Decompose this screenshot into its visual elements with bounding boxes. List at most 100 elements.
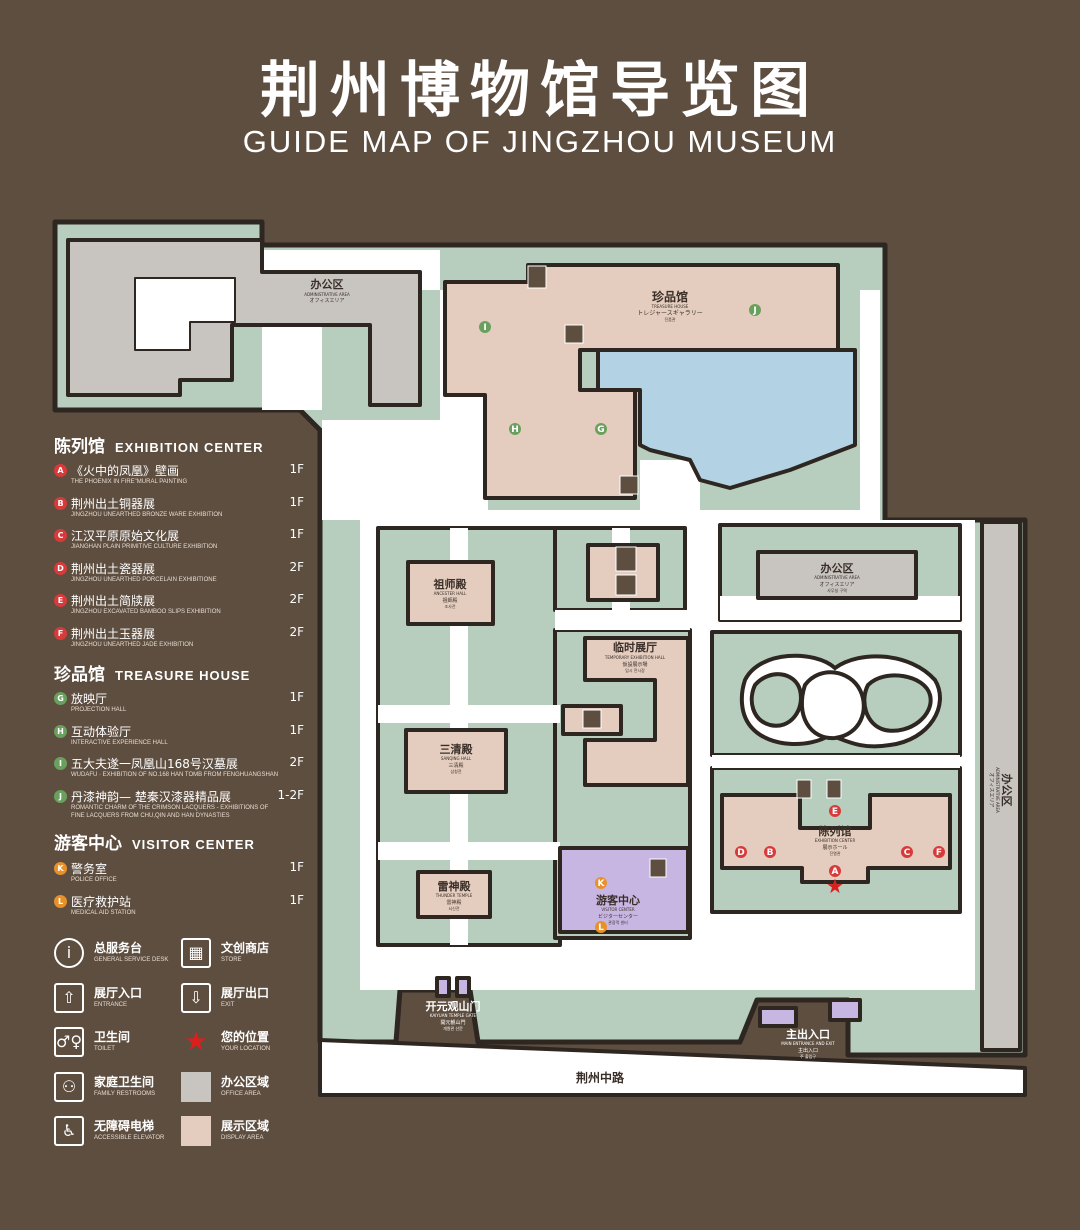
road	[318, 1038, 1027, 1097]
item-name-en: PROJECTION HALL	[71, 707, 127, 713]
marker-a	[829, 865, 841, 877]
legend-label-en: FAMILY RESTROOMS	[94, 1090, 156, 1097]
legend-label-en: STORE	[221, 957, 242, 963]
marker-badge: J	[54, 789, 67, 803]
item-name-cn: 医疗救护站	[71, 894, 132, 909]
marker-l	[595, 921, 607, 933]
marker-badge: L	[54, 894, 67, 908]
legend-label-en: YOUR LOCATION	[221, 1046, 271, 1052]
svg-text:仮設展示場: 仮設展示場	[622, 661, 647, 668]
marker-i	[479, 321, 491, 333]
item-floor: 2F	[289, 755, 304, 770]
legend-label-cn: 展厅入口	[94, 985, 143, 1000]
item-name-cn: 荆州出土简牍展	[71, 594, 156, 609]
svg-text:진열관: 진열관	[829, 850, 840, 856]
display-swatch-icon	[181, 1116, 211, 1146]
kaiyuan-gate-right	[455, 976, 471, 998]
section-heading-cn: 珍品馆	[54, 665, 105, 685]
star-icon: ★	[184, 1027, 208, 1057]
section-heading-en: EXHIBITION CENTER	[115, 440, 264, 455]
svg-text:I: I	[483, 323, 486, 333]
you-are-here-icon: ★	[826, 874, 844, 898]
item-name-cn: 江汉平原原始文化展	[71, 529, 180, 544]
legend-label-cn: 办公区域	[221, 1074, 270, 1089]
item-name-cn: 警务室	[71, 862, 108, 876]
elevator-icon	[796, 779, 812, 799]
main-gate-right	[828, 998, 862, 1022]
item-name-en: THE PHOENIX IN FIRE"MURAL PAINTING	[71, 479, 188, 485]
item-name-en: INTERACTIVE EXPERIENCE HALL	[71, 739, 168, 746]
item-floor: 2F	[289, 559, 304, 574]
marker-g	[595, 423, 607, 435]
svg-text:三清殿: 三清殿	[448, 762, 463, 769]
legend-label-en: ACCESSIBLE ELEVATOR	[94, 1135, 165, 1141]
family-restroom-icon: ⚇	[54, 1071, 84, 1102]
label-office-nw: 办公区	[311, 277, 344, 291]
svg-text:L: L	[598, 923, 604, 933]
svg-text:사무실 구역: 사무실 구역	[827, 587, 847, 593]
main-gate-left	[758, 1006, 798, 1028]
item-name-cn: 放映厅	[71, 692, 108, 706]
info-icon: i	[54, 938, 84, 968]
marker-b	[764, 846, 776, 858]
item-name-en: JINGZHOU EXCAVATED BAMBOO SLIPS EXHIBITI…	[71, 609, 221, 616]
item-name-en: POLICE OFFICE	[71, 877, 117, 883]
label-visitor: 游客中心	[596, 893, 640, 907]
toilet-icon	[615, 546, 637, 572]
item-name-cn: 《火中的凤凰》壁画	[71, 464, 180, 478]
store-icon	[619, 475, 639, 495]
svg-text:ADMINISTRATIVE AREA: ADMINISTRATIVE AREA	[814, 575, 860, 580]
section-heading-cn: 陈列馆	[54, 437, 105, 457]
marker-d	[735, 846, 747, 858]
svg-text:H: H	[511, 425, 519, 435]
svg-text:J: J	[752, 306, 756, 316]
item-name-cn: 荆州出土铜器展	[71, 496, 156, 511]
marker-j	[749, 304, 761, 316]
legend-label-cn: 家庭卫生间	[94, 1074, 155, 1089]
svg-text:THUNDER TEMPLE: THUNDER TEMPLE	[435, 893, 473, 898]
entrance-icon: ⇧	[54, 982, 84, 1013]
svg-text:SANQING HALL: SANQING HALL	[441, 756, 472, 761]
marker-k	[595, 877, 607, 889]
svg-text:관광객 센터: 관광객 센터	[608, 919, 628, 925]
store-icon: ▦	[181, 938, 211, 968]
svg-text:G: G	[597, 425, 604, 435]
svg-text:ADMINISTRATIVE AREA: ADMINISTRATIVE AREA	[995, 767, 1000, 813]
item-name-en: MEDICAL AID STATION	[71, 909, 136, 916]
svg-text:開元観山門: 開元観山門	[440, 1019, 465, 1026]
item-name-cn: 五大夫遂一凤凰山168号汉墓展	[71, 757, 238, 772]
label-exhibition: 陈列馆	[819, 824, 852, 838]
svg-text:K: K	[598, 879, 606, 889]
toilet-icon: ♂♀	[54, 1027, 84, 1057]
svg-text:F: F	[936, 848, 942, 858]
svg-text:E: E	[832, 807, 838, 817]
label-office-east: 办公区	[1000, 774, 1014, 807]
legend-label-en: ENTRANCE	[94, 1001, 128, 1008]
page-subtitle: GUIDE MAP OF JINGZHOU MUSEUM	[242, 124, 838, 159]
item-floor: 2F	[289, 625, 304, 639]
legend-label-en: OFFICE AREA	[221, 1090, 261, 1097]
toilet-icon	[527, 265, 547, 289]
label-kaiyuan: 开元观山门	[426, 999, 481, 1013]
kaiyuan-gate-left	[435, 976, 451, 998]
svg-text:祖師殿: 祖師殿	[442, 597, 457, 604]
item-name-en: JINGZHOU UNEARTHED BRONZE WARE EXHIBITIO…	[71, 511, 223, 518]
treasure-house	[443, 263, 840, 500]
exit-icon: ⇩	[181, 982, 211, 1013]
store-icon	[564, 324, 584, 344]
pond	[596, 348, 857, 490]
svg-text:MAIN ENTRANCE AND EXIT: MAIN ENTRANCE AND EXIT	[781, 1041, 835, 1046]
marker-badge: B	[54, 496, 67, 510]
legend-label-en: EXIT	[221, 1001, 235, 1008]
svg-text:VISITOR CENTER: VISITOR CENTER	[601, 907, 635, 912]
legend-label-cn: 无障碍电梯	[94, 1119, 155, 1133]
label-thunder: 雷神殿	[438, 879, 472, 893]
